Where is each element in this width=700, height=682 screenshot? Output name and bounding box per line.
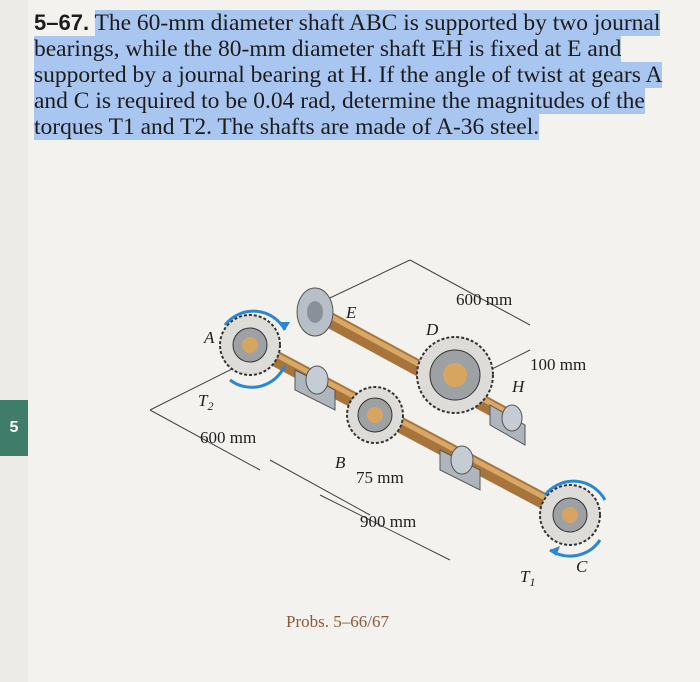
shaft-gear-figure: 600 mm 100 mm 600 mm 75 mm 900 mm A E D … (120, 250, 640, 600)
problem-statement: 5–67. The 60-mm diameter shaft ABC is su… (34, 10, 666, 140)
gear-b (346, 386, 404, 444)
journal-bearing-1 (294, 365, 336, 411)
textbook-page: 5–67. The 60-mm diameter shaft ABC is su… (28, 0, 700, 682)
point-e-label: E (345, 303, 357, 322)
gear-c (539, 484, 601, 546)
torque-t1-label: T1 (520, 567, 535, 589)
gear-d (416, 336, 494, 414)
journal-bearing-2 (439, 445, 481, 491)
torque-arrow-t2-bottom (229, 364, 287, 389)
shaft-abc (242, 337, 578, 523)
dim-600-left-label: 600 mm (200, 428, 256, 447)
page-number-label: 5 (9, 419, 19, 436)
page-number-tab[interactable]: 5 (0, 400, 28, 456)
point-c-label: C (576, 557, 588, 576)
point-a-label: A (203, 328, 215, 347)
point-h-label: H (511, 377, 526, 396)
dim-75-label: 75 mm (356, 468, 404, 487)
gear-a (219, 314, 281, 376)
problem-number: 5–67. (34, 10, 90, 35)
problem-text[interactable]: The 60-mm diameter shaft ABC is supporte… (34, 10, 663, 140)
point-d-label: D (425, 320, 439, 339)
torque-arrowhead-t1 (550, 546, 560, 556)
bearing-h (489, 404, 526, 446)
torque-arrow-t1-top (543, 479, 607, 501)
dim-600-top-label: 600 mm (456, 290, 512, 309)
torque-t2-label: T2 (198, 391, 213, 413)
dim-900-label: 900 mm (360, 512, 416, 531)
dim-100-label: 100 mm (530, 355, 586, 374)
figure-caption: Probs. 5–66/67 (286, 612, 389, 631)
torque-arrowhead-t2 (278, 322, 290, 330)
dimension-lines (149, 259, 531, 561)
fixed-support-e (296, 287, 334, 337)
figure-drawing: 600 mm 100 mm 600 mm 75 mm 900 mm A E D … (149, 259, 607, 589)
point-b-label: B (335, 453, 346, 472)
